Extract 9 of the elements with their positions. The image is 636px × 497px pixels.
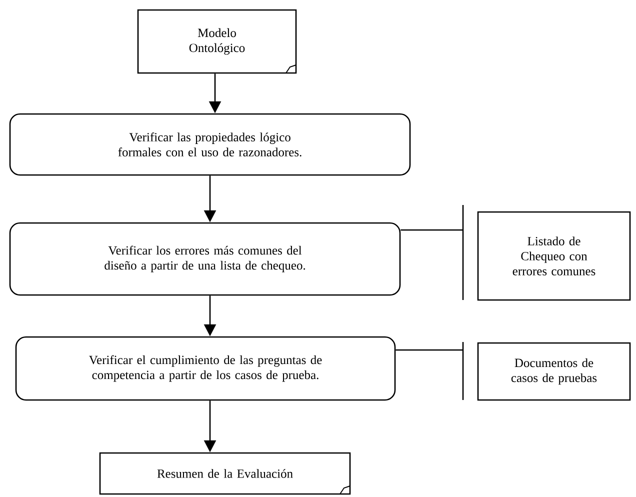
data-box: Documentos de casos de pruebas	[477, 342, 631, 401]
document-box: Resumen de la Evaluación	[99, 452, 351, 495]
connector-line	[396, 349, 463, 351]
process-box: Verificar las propiedades lógico formales con el uso de razonadores.	[9, 113, 411, 176]
data-box: Listado de Chequeo con errores comunes	[477, 211, 631, 301]
document-box: Modelo Ontológico	[137, 9, 297, 74]
process-box: Verificar los errores más comunes del diseño a partir de una lista de chequeo.	[9, 222, 401, 296]
connector-line	[400, 229, 463, 231]
process-box: Verificar el cumplimiento de las preguntas de competencia a partir de los casos de prueba.	[15, 336, 396, 401]
